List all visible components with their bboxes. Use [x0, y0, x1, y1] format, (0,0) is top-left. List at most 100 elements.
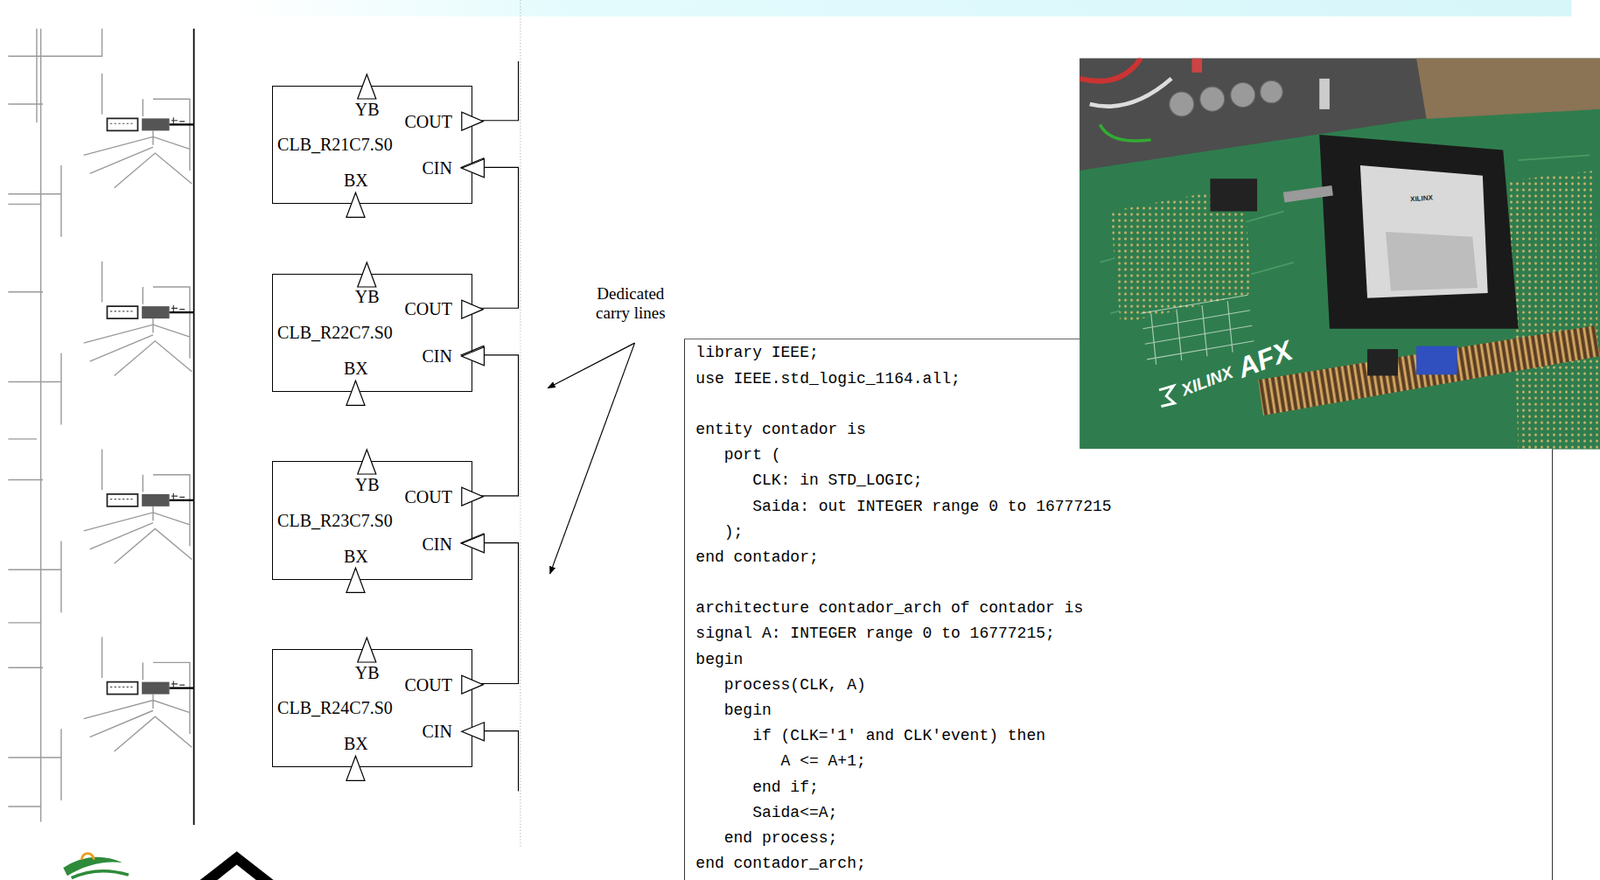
pin-name: BX: [343, 547, 369, 566]
title-bar: [234, 0, 1572, 17]
carry-line: [483, 731, 519, 792]
pin-triangle: [461, 487, 483, 506]
code-line: A <= A+1;: [781, 748, 1553, 775]
routing-illustration: [7, 28, 194, 825]
pin-name: CIN: [421, 159, 452, 177]
carry-line: [472, 61, 518, 121]
pin-name: CIN: [421, 535, 452, 553]
board-photo: [1191, 58, 1202, 73]
board-photo: [1099, 124, 1151, 141]
pin-triangle: [357, 637, 377, 663]
board-photo: [1079, 58, 1600, 450]
board-photo: [1079, 109, 1600, 450]
pin-triangle: [461, 300, 483, 319]
board-photo: [1260, 80, 1284, 104]
board-photo: [1508, 170, 1600, 450]
title-bar: [234, 0, 1572, 17]
board-photo: [1200, 86, 1225, 112]
logo: [62, 851, 273, 880]
pin-triangle: [461, 346, 485, 365]
code-line: if (CLK='1' and CLK'event) then: [752, 723, 1552, 749]
routing-illustration: [193, 28, 196, 825]
board-photo: [1089, 78, 1172, 107]
code-line: end process;: [724, 825, 1553, 852]
pin-triangle: [357, 262, 377, 287]
code-line: architecture contador_arch of contador i…: [695, 595, 1552, 622]
callout-label: Dedicated carry lines: [582, 284, 679, 323]
pin-triangle: [461, 534, 485, 553]
clb-block: CLB_R22C7.S0YBCOUTCINBX: [272, 273, 473, 392]
code-line: begin: [724, 698, 1553, 724]
board-photo: [1079, 58, 1141, 82]
board-photo: [1283, 185, 1334, 203]
pin-triangle: [461, 675, 483, 694]
code-line: Saida<=A;: [752, 800, 1552, 826]
block-name: CLB_R24C7.S0: [277, 698, 393, 717]
board-photo: [1257, 325, 1600, 416]
pin-triangle: [461, 159, 485, 178]
board-photo: [1319, 134, 1518, 329]
pin-name: YB: [355, 100, 380, 119]
pin-name: YB: [355, 287, 380, 306]
carry-line: [519, 0, 521, 848]
code-line: end contador;: [695, 544, 1552, 571]
block-name: CLB_R23C7.S0: [277, 511, 393, 530]
carry-line: [472, 167, 518, 308]
pin-triangle: [357, 449, 377, 475]
board-photo: [1230, 83, 1256, 108]
board-photo: [1079, 58, 1600, 450]
block-name: CLB_R22C7.S0: [277, 323, 393, 342]
pin-name: YB: [355, 663, 380, 682]
routing-illustration: [7, 28, 102, 823]
code-line: signal A: INTEGER range 0 to 16777215;: [695, 621, 1552, 647]
pin-name: CIN: [421, 347, 452, 365]
pin-name: BX: [343, 734, 369, 753]
clb-block: CLB_R21C7.S0 YB COUT CIN BX: [272, 85, 473, 204]
board-photo: [1319, 78, 1330, 110]
pin-triangle: [346, 192, 365, 217]
routing-illustration: [7, 261, 194, 426]
board-photo: [1079, 58, 1600, 450]
board-photo: [1360, 165, 1489, 299]
logo: [216, 864, 256, 880]
pin-name: YB: [355, 475, 380, 494]
pin-triangle: [346, 755, 365, 781]
pin-name: CIN: [421, 722, 452, 741]
clb-block: CLB_R23C7.S0 YB COUT CIN BX: [272, 461, 473, 580]
board-photo: [1416, 346, 1458, 376]
pin-triangle: [461, 111, 483, 131]
carry-line: [472, 355, 518, 497]
code-line: );: [724, 519, 1553, 545]
routing-illustration: [7, 449, 194, 614]
pin-name: BX: [343, 171, 369, 189]
code-line: process(CLK, A): [724, 672, 1553, 699]
clb-block: CLB_R24C7.S0 YB COUT CIN BX: [272, 649, 473, 768]
leader-arrow: [550, 342, 636, 574]
code-line: CLK: in STD_LOGIC;: [752, 468, 1552, 494]
pin-triangle: [461, 722, 485, 741]
routing-illustration: [7, 636, 194, 801]
pin-name: COUT: [404, 488, 452, 506]
board-photo: [1169, 91, 1195, 117]
board-photo: [1385, 231, 1478, 292]
board-photo: [1367, 349, 1398, 376]
pin-name: COUT: [404, 112, 452, 131]
pin-name: COUT: [404, 300, 452, 318]
pin-name: COUT: [404, 676, 452, 694]
leader-arrow: [547, 342, 635, 574]
pin-triangle: [346, 568, 365, 594]
board-photo: [1159, 385, 1174, 406]
routing-illustration: [7, 73, 194, 238]
leader-arrow: [547, 342, 635, 388]
block-name: CLB_R21C7.S0: [277, 135, 393, 154]
pin-triangle: [346, 380, 365, 406]
code-line: begin: [695, 647, 1552, 673]
carry-line: [472, 543, 518, 685]
logo: [200, 851, 274, 880]
code-line: end contador_arch;: [695, 851, 1552, 877]
code-line: end if;: [752, 775, 1552, 801]
logo: [71, 871, 129, 879]
carry-line: [472, 0, 521, 848]
pin-triangle: [357, 74, 377, 99]
